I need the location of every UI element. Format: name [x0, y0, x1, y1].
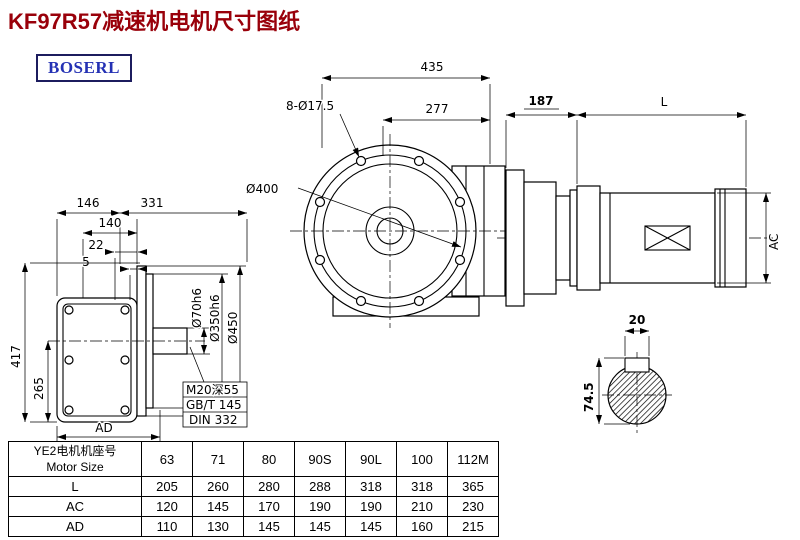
cell-AC-71: 145: [192, 496, 244, 517]
cell-L-63: 205: [141, 476, 193, 497]
brand-logo: BOSERL: [36, 54, 132, 82]
col-80: 80: [243, 441, 295, 477]
face-bolt-holes: [64, 305, 130, 415]
col-90S: 90S: [294, 441, 346, 477]
cell-AC-90L: 190: [345, 496, 397, 517]
output-shaft-view: 146 331 140 22 5 417 265 AD: [8, 195, 248, 441]
row-label-AC: AC: [8, 496, 142, 517]
cell-AC-63: 120: [141, 496, 193, 517]
dim-5: 5: [82, 255, 90, 269]
cell-AC-80: 170: [243, 496, 295, 517]
cell-L-90S: 288: [294, 476, 346, 497]
dim-140: 140: [99, 216, 122, 230]
label-bolt-holes: 8-Ø17.5: [286, 99, 334, 113]
cell-L-90L: 318: [345, 476, 397, 497]
cell-AC-112M: 230: [447, 496, 499, 517]
dim-ad: AD: [95, 421, 112, 435]
cell-AD-112M: 215: [447, 516, 499, 537]
dim-key-width: 20: [629, 313, 646, 327]
label-std-din: DIN 332: [189, 413, 237, 427]
label-tap: M20深55: [186, 383, 239, 397]
col-63: 63: [141, 441, 193, 477]
dim-146: 146: [77, 196, 100, 210]
bolt-holes: [314, 155, 466, 307]
page-title: KF97R57减速机电机尺寸图纸: [8, 9, 301, 34]
table-row-L: L 205 260 280 288 318 318 365: [8, 476, 499, 497]
cell-L-112M: 365: [447, 476, 499, 497]
dim-331: 331: [141, 196, 164, 210]
dim-265: 265: [32, 377, 46, 400]
dim-hole-span: 277: [426, 102, 449, 116]
key-profile: [624, 357, 650, 373]
cell-L-71: 260: [192, 476, 244, 497]
row-label-L: L: [8, 476, 142, 497]
cell-AD-80: 145: [243, 516, 295, 537]
table-header-label-en: Motor Size: [46, 460, 104, 474]
motor-size-table: YE2电机机座号 Motor Size 63 71 80 90S 90L 100…: [8, 441, 499, 537]
label-std-gb: GB/T 145: [186, 398, 242, 412]
cell-AD-63: 110: [141, 516, 193, 537]
label-flange-dia: Ø450: [226, 312, 240, 344]
col-100: 100: [396, 441, 448, 477]
cell-AC-100: 210: [396, 496, 448, 517]
side-motor-view: 187 L AC: [497, 93, 782, 307]
row-label-AD: AD: [8, 516, 142, 537]
dim-motor-diameter: AC: [767, 234, 781, 250]
dim-22: 22: [88, 238, 103, 252]
table-row-AC: AC 120 145 170 190 190 210 230: [8, 496, 499, 517]
table-header-row: YE2电机机座号 Motor Size 63 71 80 90S 90L 100…: [8, 441, 499, 477]
table-row-AD: AD 110 130 145 145 145 160 215: [8, 516, 499, 537]
cell-AD-71: 130: [192, 516, 244, 537]
dim-shaft-height: 74.5: [582, 382, 596, 412]
label-spigot-dia: Ø350h6: [208, 294, 222, 342]
cell-AD-90S: 145: [294, 516, 346, 537]
col-71: 71: [192, 441, 244, 477]
cell-AD-100: 160: [396, 516, 448, 537]
brand-logo-text: BOSERL: [48, 58, 120, 77]
cell-AC-90S: 190: [294, 496, 346, 517]
table-header-label: YE2电机机座号 Motor Size: [8, 441, 142, 477]
cell-AD-90L: 145: [345, 516, 397, 537]
table-header-label-cn: YE2电机机座号: [33, 443, 117, 458]
col-112M: 112M: [447, 441, 499, 477]
col-90L: 90L: [345, 441, 397, 477]
cell-L-80: 280: [243, 476, 295, 497]
dim-motor-length: L: [661, 95, 668, 109]
label-bolt-circle: Ø400: [246, 182, 278, 196]
dim-gearbox-length: 187: [528, 94, 553, 108]
front-flange-view: 435 277 8-Ø17.5 Ø400: [245, 59, 512, 328]
cell-L-100: 318: [396, 476, 448, 497]
dim-total-width: 435: [421, 60, 444, 74]
dim-417: 417: [9, 345, 23, 368]
label-shaft-dia: Ø70h6: [190, 288, 204, 328]
shaft-section-view: 20 74.5: [581, 312, 672, 434]
